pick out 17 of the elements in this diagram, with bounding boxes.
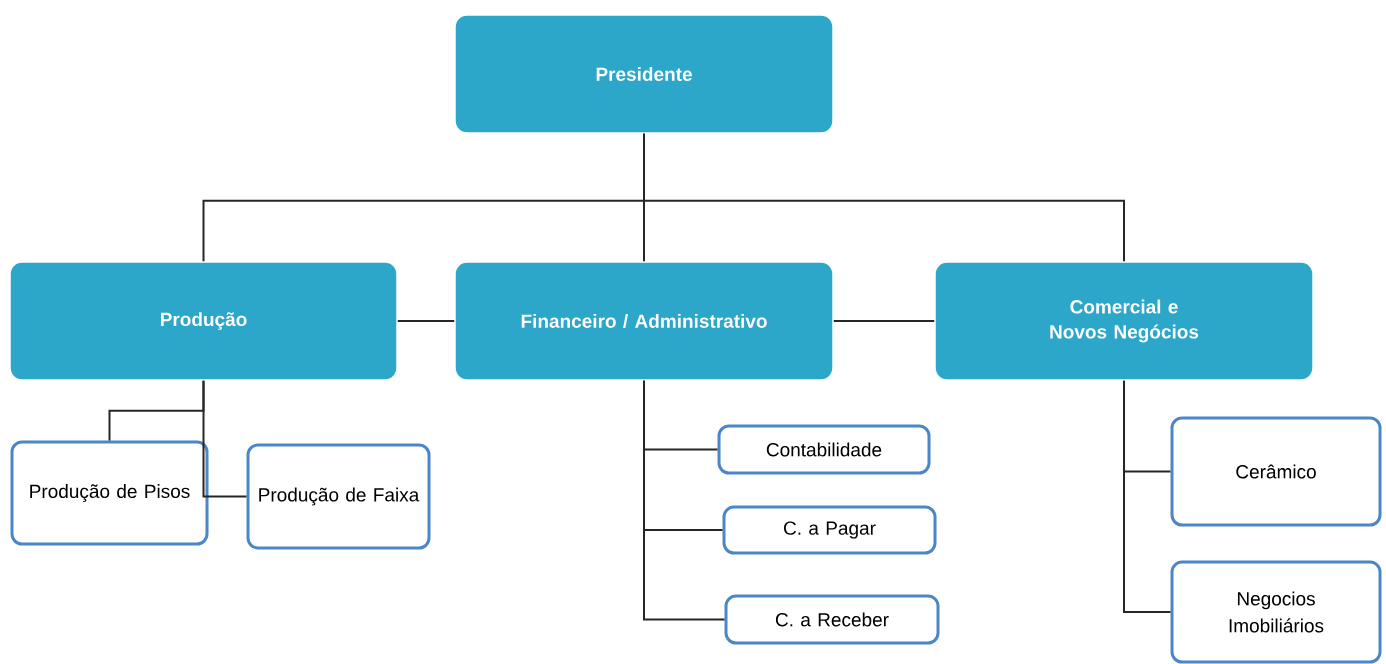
connector-line [643, 379, 726, 621]
department-box: Comercial e Novos Negócios [934, 261, 1314, 381]
department-box: Financeiro / Administrativo [454, 261, 834, 381]
connector-line [396, 320, 456, 322]
department-box: Produção [9, 261, 398, 381]
unit-box: Cerâmico [1170, 416, 1382, 527]
unit-box: C. a Pagar [722, 505, 937, 555]
connector-line [643, 132, 1125, 263]
unit-box: Negocios Imobiliários [1170, 560, 1382, 664]
connector-line [832, 320, 936, 322]
unit-box: Contabilidade [717, 424, 931, 475]
department-box: Presidente [454, 14, 834, 134]
connector-line [202, 379, 248, 498]
unit-box: Produção de Faixa [246, 443, 431, 550]
unit-box: C. a Receber [724, 594, 940, 645]
connector-line [1123, 379, 1172, 613]
unit-box: Produção de Pisos [10, 440, 209, 546]
